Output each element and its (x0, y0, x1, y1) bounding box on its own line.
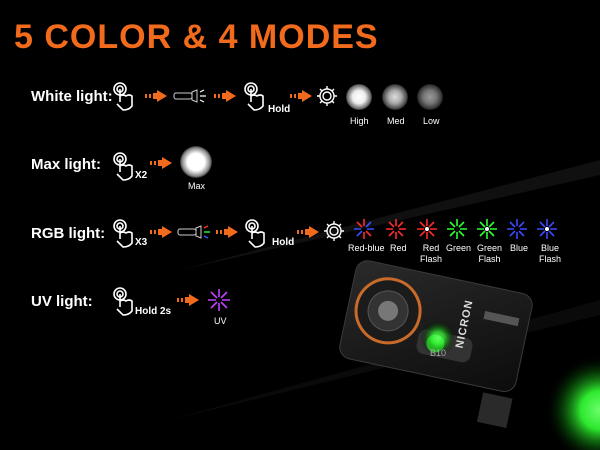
level-label-low: Low (423, 116, 440, 126)
arrow-right-icon (150, 157, 172, 169)
hand-press-icon (113, 287, 133, 316)
red-burst-icon (386, 219, 406, 239)
blue-burst-icon (507, 219, 527, 239)
mode-label-green: Green (446, 243, 472, 253)
red-flash-burst-icon (417, 219, 437, 239)
arrow-right-icon (145, 90, 167, 102)
low-glow (417, 84, 443, 110)
mode-label-uv: UV (214, 316, 227, 326)
green-burst-icon (447, 219, 467, 239)
arrow-right-icon (214, 90, 236, 102)
arrow-right-icon (297, 226, 319, 238)
model-label: B10 (430, 348, 447, 358)
hand-press-icon (113, 82, 133, 111)
green-flash-burst-icon (477, 219, 497, 239)
hand-press-icon (113, 219, 133, 248)
gear-icon (324, 221, 344, 241)
hand-press-icon (113, 152, 133, 181)
level-label-high: High (350, 116, 369, 126)
hold-tag: Hold (272, 237, 295, 248)
gear-icon (317, 86, 337, 106)
page-title: 5 COLOR & 4 MODES (14, 18, 379, 56)
arrow-right-icon (177, 294, 199, 306)
hand-press-icon (245, 219, 265, 248)
uv-burst-icon (208, 289, 230, 311)
row-label-white: White light: (31, 88, 113, 105)
med-glow (382, 84, 408, 110)
level-label-med: Med (387, 116, 405, 126)
mode-label-blue: Blue (510, 243, 529, 253)
arrow-right-icon (150, 226, 172, 238)
row-label-uv: UV light: (31, 293, 93, 310)
press-x2-tag: X2 (135, 170, 148, 181)
mode-label-red: Red (390, 243, 407, 253)
blue-flash-burst-icon (537, 219, 557, 239)
row-label-rgb: RGB light: (31, 225, 106, 242)
hand-press-icon (244, 82, 264, 111)
hold-tag: Hold (268, 104, 291, 115)
row-label-max: Max light: (31, 156, 101, 173)
arrow-right-icon (290, 90, 312, 102)
press-x3-tag: X3 (135, 237, 148, 248)
flashlight-icon (173, 89, 206, 103)
level-label-max: Max (188, 181, 206, 191)
red-blue-burst-icon (354, 219, 374, 239)
hold-2s-tag: Hold 2s (135, 306, 172, 317)
arrow-right-icon (216, 226, 238, 238)
high-glow (346, 84, 372, 110)
max-glow (180, 146, 212, 178)
mode-label-red-blue: Red-blue (348, 243, 385, 253)
flashlight-rgb-icon (177, 225, 210, 239)
